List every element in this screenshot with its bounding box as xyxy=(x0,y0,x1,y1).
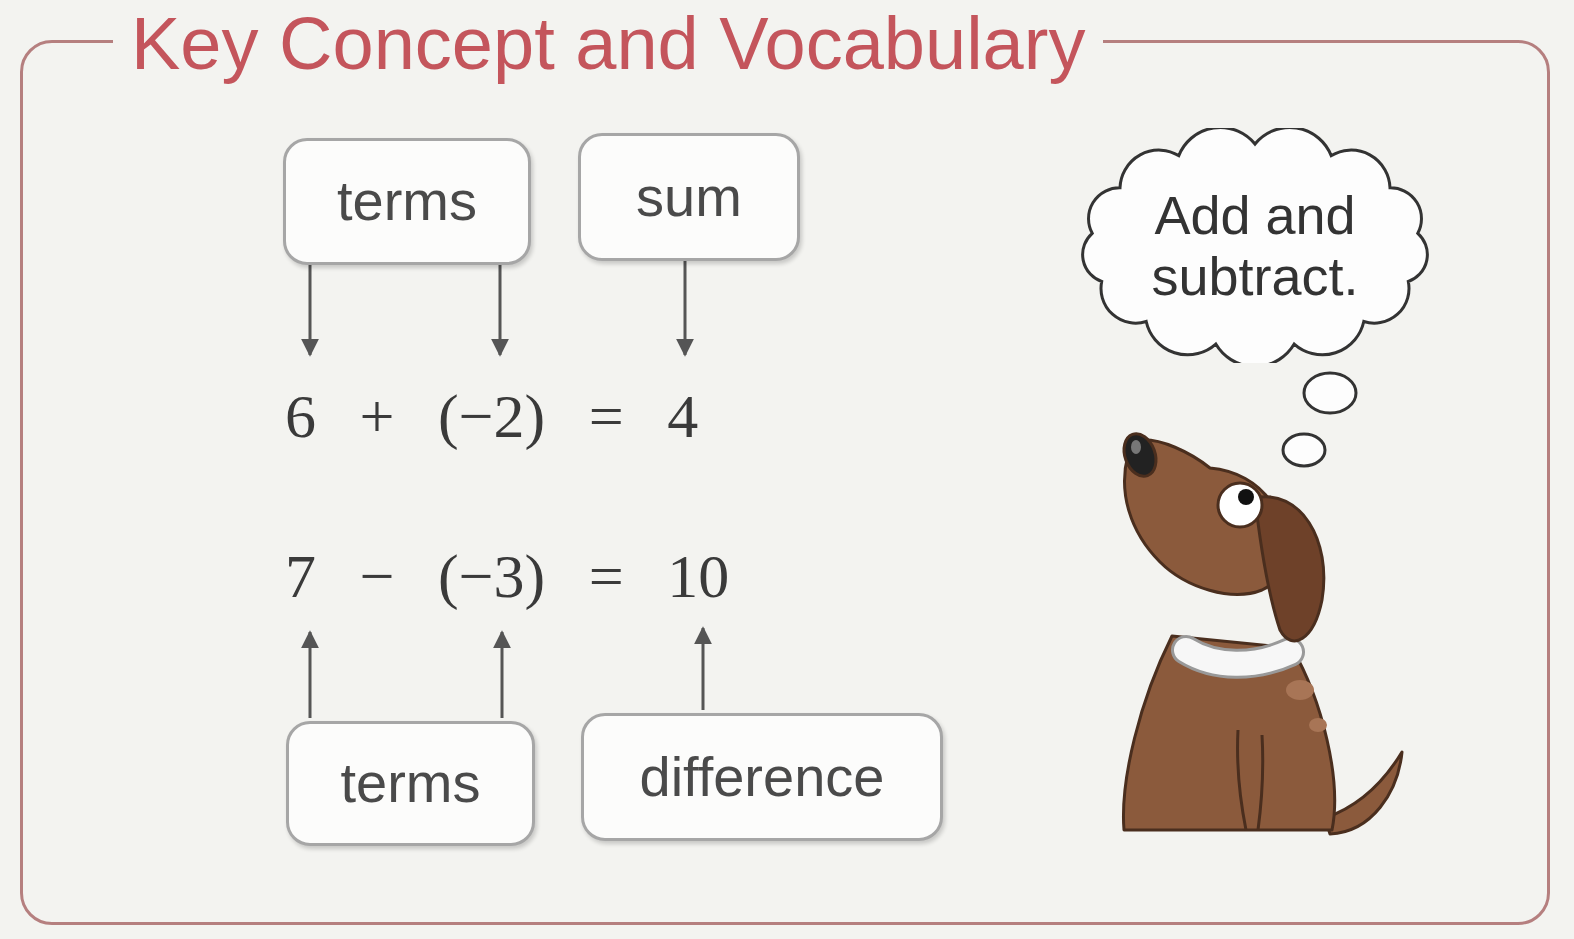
leader-arrow xyxy=(309,262,312,355)
term-box: difference xyxy=(581,713,943,841)
term-box: sum xyxy=(578,133,800,261)
leader-arrow xyxy=(309,632,312,718)
node-label: sum xyxy=(636,165,742,229)
frame-panel: Key Concept and VocabularytermssumAdd an… xyxy=(20,40,1550,925)
leader-arrow xyxy=(501,632,504,718)
node-label: terms xyxy=(337,169,477,233)
term-box: terms xyxy=(286,721,535,846)
thought-dot xyxy=(1304,373,1356,413)
cloud-shape xyxy=(1083,128,1428,363)
leader-arrow xyxy=(702,628,705,710)
leader-arrow xyxy=(684,258,687,355)
term-box: terms xyxy=(283,138,531,265)
thought-dot xyxy=(1283,434,1325,466)
equation: 6 + (−2) = 4 xyxy=(285,385,698,447)
equation: 7 − (−3) = 10 xyxy=(285,545,729,607)
thought-bubble: Add and subtract. xyxy=(1075,128,1435,363)
panel-title: Key Concept and Vocabulary xyxy=(113,3,1103,84)
node-label: Add and subtract. xyxy=(1130,185,1380,306)
node-label: difference xyxy=(640,745,885,809)
leader-arrow xyxy=(499,262,502,355)
node-label: terms xyxy=(341,751,481,815)
